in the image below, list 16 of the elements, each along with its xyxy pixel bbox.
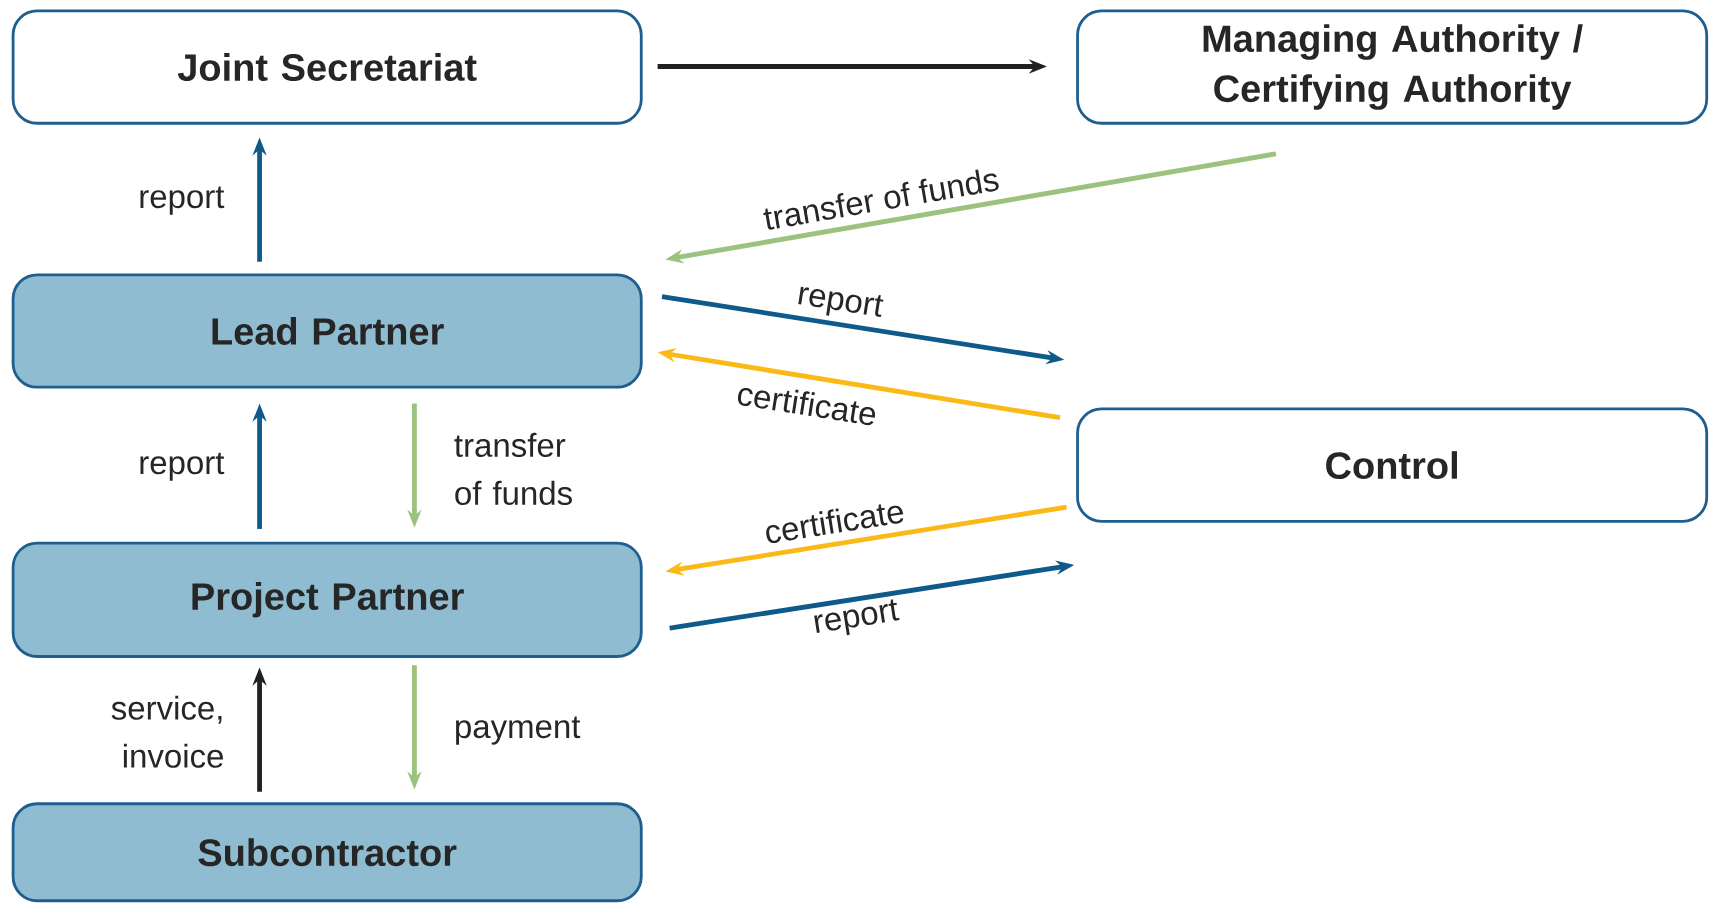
organisation-box: Managing Authority / Certifying Authority [1076,9,1709,125]
partner-box: Subcontractor [11,802,643,903]
edge-label: report [814,599,900,636]
organisation-box: Joint Secretariat [11,9,643,125]
partner-box: Lead Partner [11,273,643,389]
edge-label: report [140,452,225,481]
edge-label: service, invoice [111,695,223,768]
edge-label: payment [456,716,581,745]
organisation-box: Control [1076,407,1709,523]
edge-label: transfer of funds [454,432,572,506]
edge-label: report [798,286,884,317]
edge-label: certificate [766,504,904,544]
edge-label: transfer of funds [763,169,999,230]
edge-label: certificate [737,387,876,426]
edge-label: report [140,186,225,215]
partner-box: Project Partner [11,541,643,658]
